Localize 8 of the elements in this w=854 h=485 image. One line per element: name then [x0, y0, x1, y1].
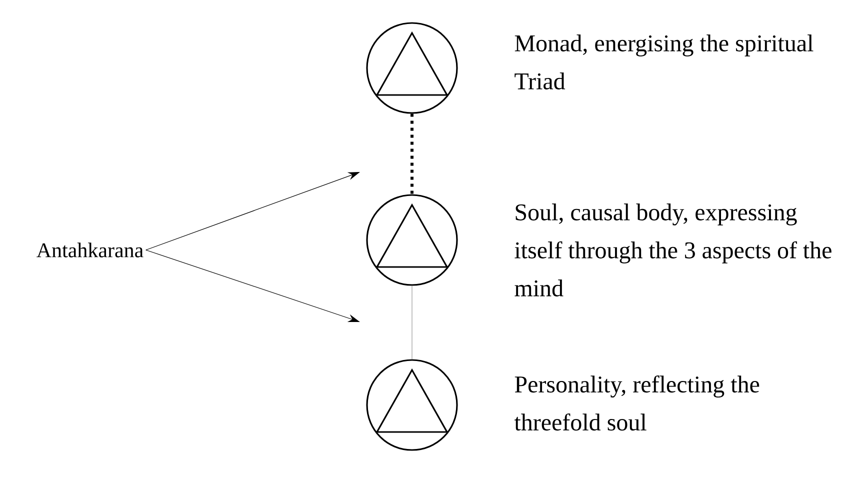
- triangle-in-circle: [366, 22, 458, 114]
- label-text: Antahkarana: [36, 242, 144, 258]
- description-text: Soul, causal body, expressing itself through the 3 aspects of the mind: [514, 204, 832, 296]
- dotted-line: [410, 114, 414, 194]
- triangle-in-circle: [366, 359, 458, 451]
- triangle-in-circle: [366, 194, 458, 286]
- description-text: Personality, reflecting the threefold soul: [514, 375, 760, 431]
- description-text: Monad, energising the spiritual Triad: [514, 34, 814, 90]
